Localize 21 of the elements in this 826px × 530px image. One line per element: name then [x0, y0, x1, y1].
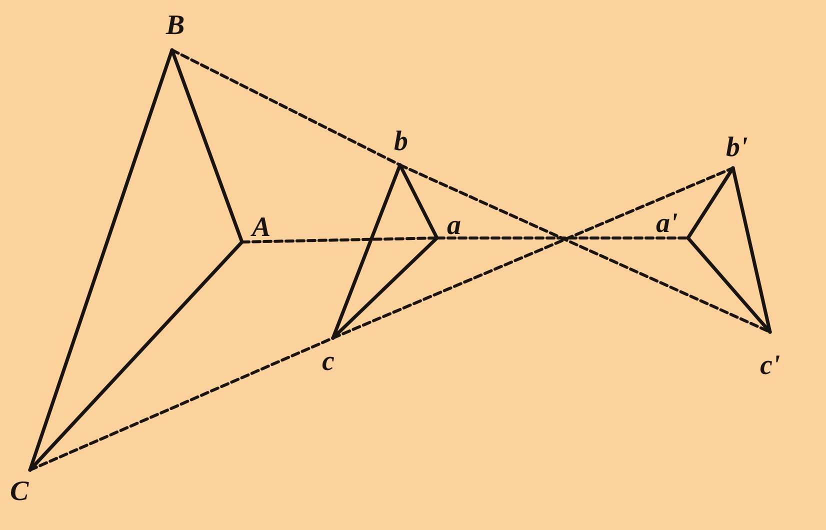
triangle-side — [686, 166, 735, 240]
triangle-side — [28, 48, 174, 472]
triangle-side — [28, 240, 244, 472]
dashed-line — [436, 236, 690, 240]
triangle-side — [731, 166, 772, 334]
vertex-label: B — [166, 12, 185, 40]
dashed-line — [332, 166, 734, 340]
vertex-label: C — [10, 478, 29, 506]
triangle-side — [170, 48, 244, 244]
vertex-label: c' — [760, 352, 780, 380]
dashed-line — [398, 164, 772, 334]
dashed-line — [170, 48, 402, 166]
dashed-line — [28, 336, 334, 472]
vertex-label: A — [252, 214, 271, 242]
vertex-label: c — [322, 348, 334, 376]
triangle-side — [331, 163, 402, 340]
vertex-label: b — [394, 128, 408, 156]
vertex-label: a — [447, 212, 461, 240]
vertex-label: b' — [726, 134, 748, 162]
vertex-label: a' — [656, 210, 678, 238]
triangle-side — [686, 236, 772, 334]
